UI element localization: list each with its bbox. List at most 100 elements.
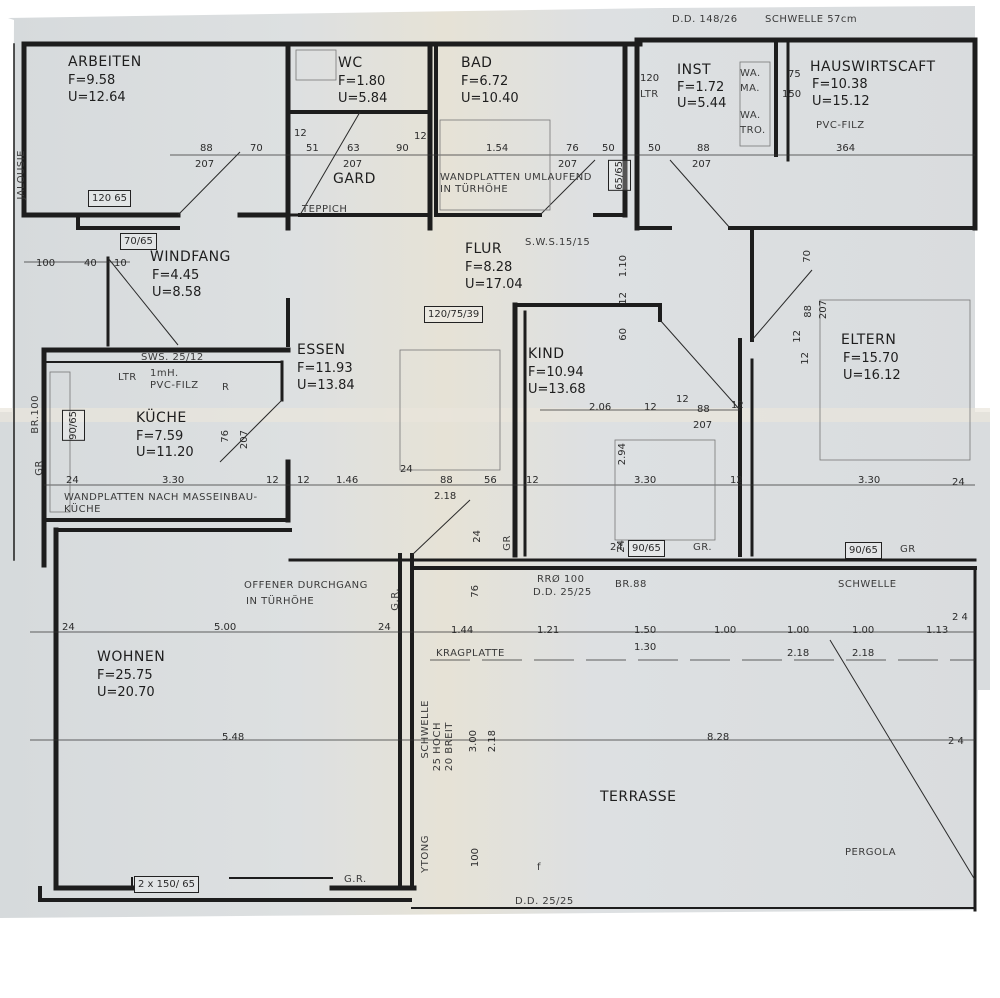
- dim-130: 1.30: [634, 642, 657, 653]
- dim-113: 1.13: [926, 625, 949, 636]
- dim-364: 364: [836, 143, 856, 154]
- note-wa-ma: WA. MA.: [740, 68, 761, 94]
- window-tag-wohnen: 2 x 150/ 65: [134, 876, 199, 893]
- dim-24a: 24: [66, 475, 79, 486]
- note-pergola: PERGOLA: [845, 847, 897, 858]
- note-pvc-filz-hw: PVC-FILZ: [816, 120, 865, 131]
- dim-63: 63: [347, 143, 360, 154]
- note-teppich: TEPPICH: [302, 204, 348, 215]
- window-tag-bad: 65/65: [608, 160, 631, 191]
- dim-120: 120: [640, 73, 660, 84]
- dim-75: 75: [788, 69, 801, 80]
- dim-144: 1.44: [451, 625, 474, 636]
- dim-12c: 12: [618, 292, 629, 305]
- note-durchgang: OFFENER DURCHGANG: [244, 580, 368, 591]
- dim-76: 76: [566, 143, 579, 154]
- dim-88b: 88: [697, 143, 710, 154]
- note-br88: BR.88: [615, 579, 647, 590]
- note-dd-top: D.D. 148/26: [672, 14, 738, 25]
- dim-828: 8.28: [707, 732, 730, 743]
- note-gr-1: GR: [34, 460, 45, 476]
- dim-207: 207: [195, 159, 215, 170]
- dim-12h: 12: [800, 352, 811, 365]
- room-wohnen-area: F=25.75: [97, 668, 153, 683]
- room-eltern-name: ELTERN: [841, 332, 897, 348]
- dim-88: 88: [200, 143, 213, 154]
- room-flur-area: F=8.28: [465, 260, 513, 275]
- window-tag-kueche: 90/65: [62, 410, 85, 441]
- dim-12e: 12: [676, 394, 689, 405]
- dim-12b: 12: [414, 131, 427, 142]
- dim-548: 5.48: [222, 732, 245, 743]
- window-tag-kind: 90/65: [628, 540, 665, 557]
- dim-12f: 12: [731, 400, 744, 411]
- room-eltern-perimeter: U=16.12: [843, 368, 901, 383]
- dim-150b: 1.50: [634, 625, 657, 636]
- dim-12k: 12: [526, 475, 539, 486]
- room-essen-perimeter: U=13.84: [297, 378, 355, 393]
- note-wa-tro: WA. TRO.: [740, 110, 766, 136]
- dim-330a: 3.30: [162, 475, 185, 486]
- dim-207g: 207: [239, 430, 250, 450]
- room-essen-name: ESSEN: [297, 342, 346, 358]
- dim-24h: 2 4: [952, 612, 968, 623]
- note-jalousie: JALOUSIE: [16, 150, 27, 200]
- dim-300: 3.00: [468, 730, 479, 753]
- room-kueche-name: KÜCHE: [136, 410, 187, 426]
- room-wc-area: F=1.80: [338, 74, 386, 89]
- dim-50b: 50: [648, 143, 661, 154]
- dim-24e: 24: [616, 540, 627, 553]
- note-durchgang-2: IN TÜRHÖHE: [246, 596, 315, 607]
- dim-12i: 12: [266, 475, 279, 486]
- room-arbeiten-area: F=9.58: [68, 73, 116, 88]
- dim-12l: 12: [730, 475, 743, 486]
- dim-207d: 207: [343, 159, 363, 170]
- room-wohnen-perimeter: U=20.70: [97, 685, 155, 700]
- note-gr-3: GR: [502, 535, 513, 551]
- dim-24f: 24: [62, 622, 75, 633]
- paper-sheet: [0, 6, 990, 918]
- dim-100b: 1.00: [714, 625, 737, 636]
- dim-12d: 12: [644, 402, 657, 413]
- dim-121: 1.21: [537, 625, 560, 636]
- dim-110: 1.10: [618, 255, 629, 278]
- dim-88d: 88: [803, 305, 814, 318]
- dim-330b: 3.30: [634, 475, 657, 486]
- note-ytong: YTONG: [420, 835, 431, 873]
- window-tag-arbeiten: 120 65: [88, 190, 131, 207]
- dim-218c: 2.18: [852, 648, 875, 659]
- room-flur-name: FLUR: [465, 241, 503, 257]
- room-hauswirtschaft-perimeter: U=15.12: [812, 94, 870, 109]
- room-hauswirtschaft-area: F=10.38: [812, 77, 868, 92]
- room-windfang-area: F=4.45: [152, 268, 200, 283]
- note-dd-kind: D.D. 25/25: [533, 587, 592, 598]
- dim-24b: 24: [400, 464, 413, 475]
- dim-90: 90: [396, 143, 409, 154]
- dim-294: 2.94: [617, 443, 628, 466]
- note-1mh: 1mH.: [150, 368, 179, 379]
- dim-56: 56: [484, 475, 497, 486]
- dim-60: 60: [618, 328, 629, 341]
- room-gard-name: GARD: [333, 171, 376, 187]
- room-arbeiten-perimeter: U=12.64: [68, 90, 126, 105]
- note-dd-bottom: D.D. 25/25: [515, 896, 574, 907]
- dim-100e: 100: [470, 848, 481, 868]
- dim-206: 2.06: [589, 402, 612, 413]
- dim-12g: 12: [792, 330, 803, 343]
- dim-330c: 3.30: [858, 475, 881, 486]
- note-gr-2: GR.: [693, 542, 713, 553]
- note-wandplatten-bad: WANDPLATTEN UMLAUFEND: [440, 172, 592, 183]
- paper-fold: [0, 408, 990, 422]
- dim-76c: 76: [470, 585, 481, 598]
- note-sws-kueche: SWS. 25/12: [141, 352, 204, 363]
- room-kueche-perimeter: U=11.20: [136, 445, 194, 460]
- note-schwelle-width: 20 BREIT: [444, 722, 455, 772]
- note-wandplatten-kueche-2: KÜCHE: [64, 504, 101, 515]
- room-hauswirtschaft-name: HAUSWIRTSCAFT: [810, 59, 936, 75]
- note-f-mark: f: [537, 862, 542, 873]
- dim-70b: 70: [802, 250, 813, 263]
- dim-154: 1.54: [486, 143, 509, 154]
- dim-207b: 207: [558, 159, 578, 170]
- dim-70: 70: [250, 143, 263, 154]
- room-windfang-name: WINDFANG: [150, 249, 231, 265]
